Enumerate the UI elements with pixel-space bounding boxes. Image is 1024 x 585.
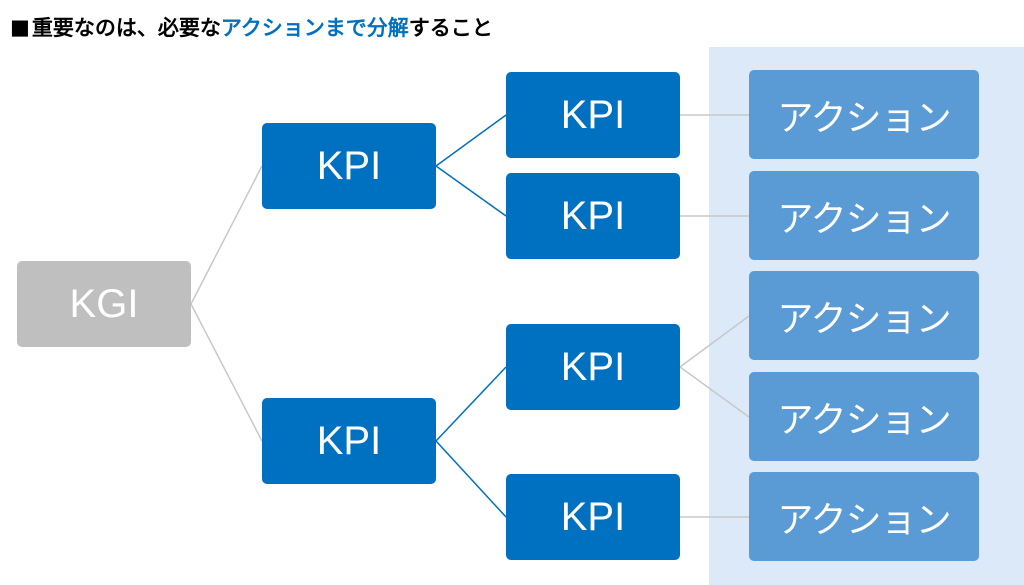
connector-kpi1-kpi12 [435,165,507,217]
bullet-square-icon: ■ [10,15,30,39]
kpi-node-level2-3: KPI [506,324,680,410]
kpi-node-level2-4: KPI [506,474,680,560]
action-node-4: アクション [749,372,979,461]
heading-text-accent: アクションまで分解 [220,16,409,40]
connector-kpi1-kpi11 [435,114,507,167]
heading-text-part2: すること [408,16,493,40]
action-node-5: アクション [749,472,979,561]
heading-text-part1: 重要なのは、必要な [31,16,221,40]
connector-kpi2-kpi21 [435,366,507,442]
connector-kpi2-kpi22 [435,440,507,518]
action-node-3: アクション [749,271,979,360]
action-node-2: アクション [749,171,979,260]
connector-kpi21-act3 [679,315,750,368]
connector-kgi-kpi1 [190,165,263,305]
kpi-node-level2-1: KPI [506,72,680,158]
kpi-node-level2-2: KPI [506,173,680,259]
kpi-node-level1-top: KPI [262,123,436,209]
action-node-1: アクション [749,70,979,159]
connector-kgi-kpi2 [190,303,263,442]
kgi-node: KGI [17,261,191,347]
kpi-node-level1-bottom: KPI [262,398,436,484]
connector-kpi21-act4 [679,366,750,418]
page-heading: ■ 重要なのは、必要な アクションまで分解 すること [10,10,493,44]
